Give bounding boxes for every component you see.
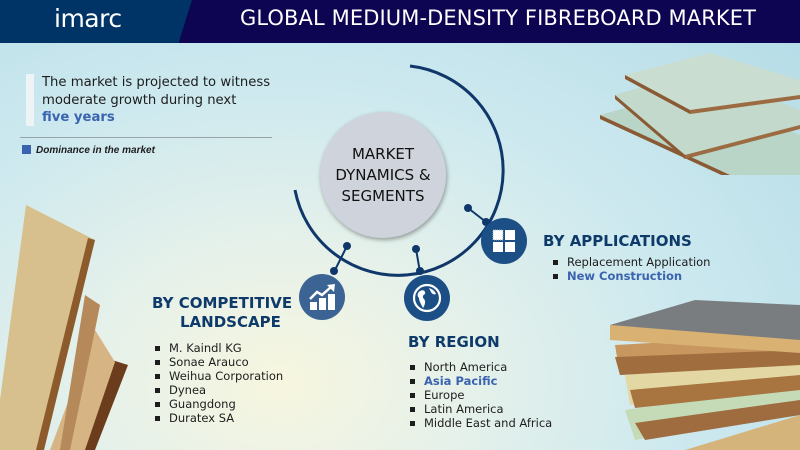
center-line-2: DYNAMICS & xyxy=(335,165,431,184)
page-title: GLOBAL MEDIUM-DENSITY FIBREBOARD MARKET xyxy=(240,6,757,30)
market-dynamics-circle: MARKET DYNAMICS & SEGMENTS xyxy=(320,112,446,238)
list-item: Latin America xyxy=(410,402,552,416)
arc-node-dot xyxy=(343,242,351,250)
competitive-node[interactable] xyxy=(299,274,345,320)
projection-line-1: The market is projected to witness xyxy=(42,75,271,90)
logo-background xyxy=(0,0,192,43)
list-item: Middle East and Africa xyxy=(410,416,552,430)
list-item: Europe xyxy=(410,388,552,402)
arc-node-dot xyxy=(330,267,338,275)
mdf-boards-bottom-right-image xyxy=(610,300,800,450)
projection-text: The market is projected to witness moder… xyxy=(42,74,302,127)
center-line-3: SEGMENTS xyxy=(341,186,425,205)
list-item: Guangdong xyxy=(155,397,283,411)
competitive-heading-line-1: BY COMPETITIVE xyxy=(152,294,293,312)
growth-chart-icon xyxy=(309,284,335,310)
region-heading: BY REGION xyxy=(408,333,500,351)
imarc-logo[interactable]: imarc xyxy=(54,4,122,33)
list-item: Dynea xyxy=(155,383,283,397)
applications-heading: BY APPLICATIONS xyxy=(543,232,692,250)
legend-swatch xyxy=(22,145,31,154)
projection-accent-bar xyxy=(26,74,34,126)
arc-node-dot xyxy=(412,245,420,253)
competitive-list: M. Kaindl KG Sonae Arauco Weihua Corpora… xyxy=(155,341,283,425)
region-list: North America Asia Pacific Europe Latin … xyxy=(410,360,552,430)
list-item: Duratex SA xyxy=(155,411,283,425)
list-item: Replacement Application xyxy=(553,255,710,269)
projection-highlight: five years xyxy=(42,110,115,125)
applications-node[interactable] xyxy=(481,218,527,264)
projection-line-2: moderate growth during next xyxy=(42,92,237,108)
legend-label: Dominance in the market xyxy=(36,145,155,156)
divider xyxy=(20,137,272,138)
list-item: Sonae Arauco xyxy=(155,355,283,369)
mdf-boards-top-right-image xyxy=(600,53,800,175)
center-line-1: MARKET xyxy=(351,144,415,163)
list-item: M. Kaindl KG xyxy=(155,341,283,355)
region-node[interactable] xyxy=(404,275,450,321)
grid-icon xyxy=(492,229,515,252)
applications-list: Replacement Application New Construction xyxy=(553,255,710,283)
legend-dominance: Dominance in the market xyxy=(22,145,155,156)
arc-node-dot xyxy=(464,204,472,212)
list-item-dominant: New Construction xyxy=(553,269,710,283)
list-item: North America xyxy=(410,360,552,374)
mdf-boards-left-image xyxy=(0,205,128,450)
list-item: Weihua Corporation xyxy=(155,369,283,383)
globe-icon xyxy=(412,283,442,313)
arc-node-dot xyxy=(416,267,424,275)
list-item-dominant: Asia Pacific xyxy=(410,374,552,388)
competitive-heading-line-2: LANDSCAPE xyxy=(180,313,281,331)
